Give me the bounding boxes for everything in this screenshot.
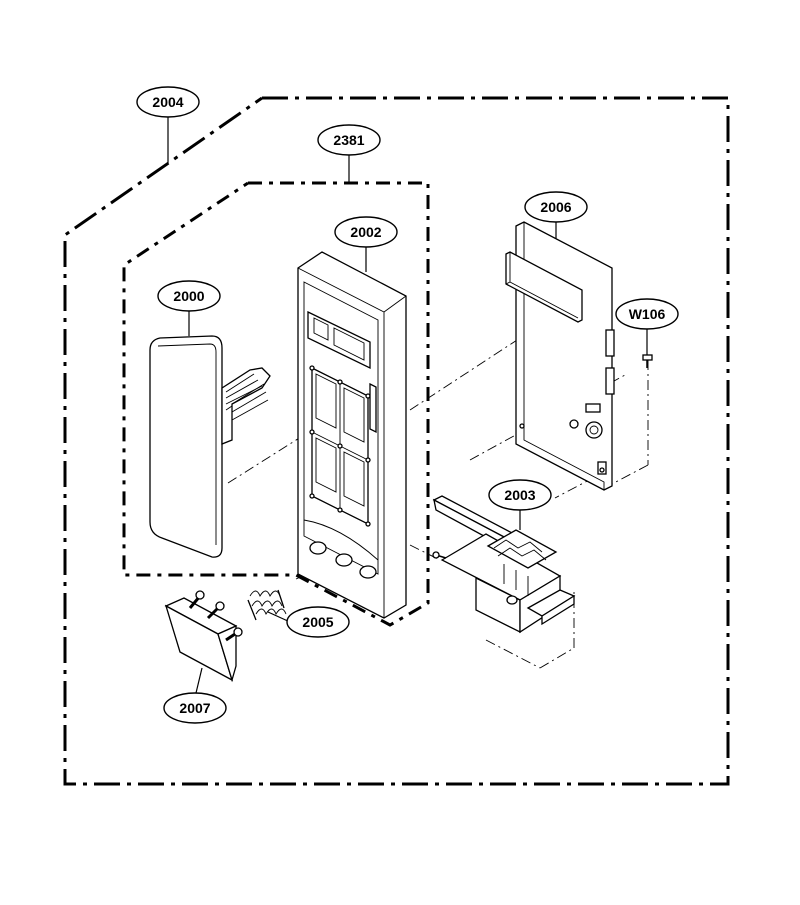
callout-2002-label: 2002 — [350, 224, 381, 240]
callout-2007-label: 2007 — [179, 700, 210, 716]
door-lever-2003 — [432, 495, 576, 634]
spring-2005 — [247, 589, 287, 621]
callout-2005: 2005 — [286, 606, 350, 638]
membrane-keypad-2000 — [149, 335, 271, 558]
callout-2002: 2002 — [334, 216, 398, 248]
callout-W106-label: W106 — [629, 306, 666, 322]
callout-2006: 2006 — [524, 191, 588, 223]
pcb-board-2006 — [505, 221, 615, 491]
control-panel-2002 — [297, 251, 407, 619]
callout-2003: 2003 — [488, 479, 552, 511]
callout-W106: W106 — [615, 298, 679, 330]
callout-2005-label: 2005 — [302, 614, 333, 630]
callout-2000-label: 2000 — [173, 288, 204, 304]
screw-W106 — [642, 354, 653, 368]
callout-2006-label: 2006 — [540, 199, 571, 215]
callout-2381: 2381 — [317, 124, 381, 156]
callout-2381-label: 2381 — [333, 132, 364, 148]
callout-2007: 2007 — [163, 692, 227, 724]
callout-2000: 2000 — [157, 280, 221, 312]
callout-2003-label: 2003 — [504, 487, 535, 503]
callout-2004-label: 2004 — [152, 94, 183, 110]
assembly-2004-frame — [63, 96, 730, 786]
callout-2004: 2004 — [136, 86, 200, 118]
push-button-2007 — [164, 590, 243, 683]
